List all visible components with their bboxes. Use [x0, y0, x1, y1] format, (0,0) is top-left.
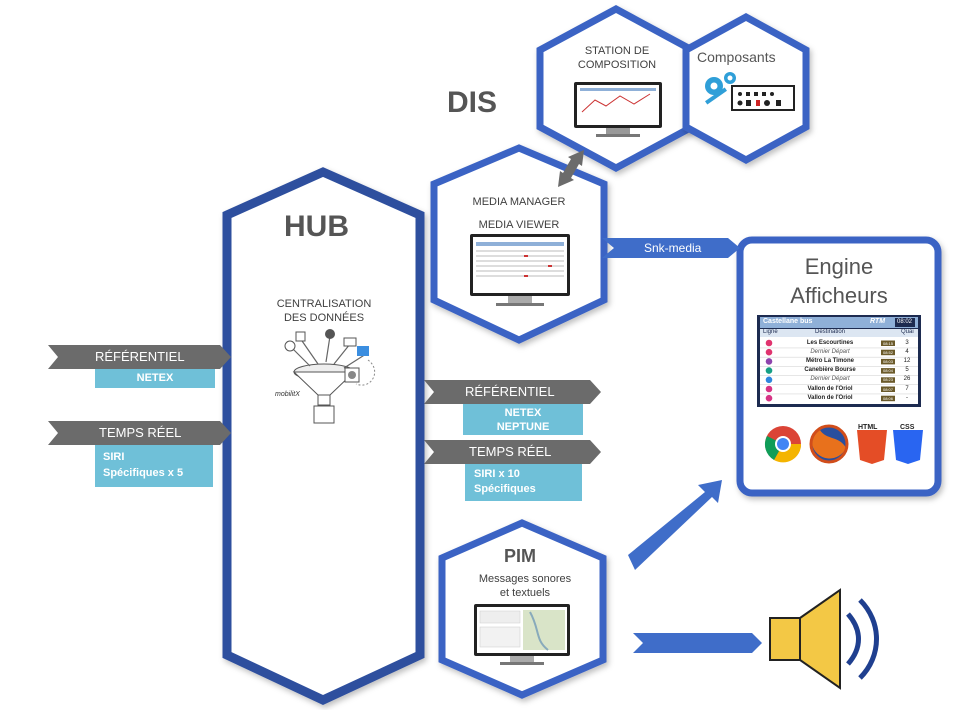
- board-time-value: 08:52: [882, 349, 893, 355]
- board-time-value: 08:23: [882, 377, 893, 383]
- pim-to-engine-arrow: [628, 480, 722, 570]
- board-line-badge: [765, 376, 773, 384]
- destination-board: [757, 315, 921, 407]
- dis-title: DIS: [447, 86, 498, 119]
- output-referentiel-label: RÉFÉRENTIEL: [465, 384, 555, 399]
- html5-icon: [857, 430, 887, 464]
- css3-icon: [893, 430, 923, 464]
- board-quai: 26: [903, 376, 911, 383]
- board-quai: 12: [903, 357, 911, 364]
- board-destination: Vallon de l'Oriol: [807, 385, 853, 392]
- media-viewer-label: MEDIA VIEWER: [478, 219, 560, 231]
- input-temps-reel-specifiques: Spécifiques x 5: [103, 467, 184, 479]
- board-row-divider: [760, 356, 918, 358]
- gears-icon: [705, 72, 736, 105]
- output-temps-reel-tag: [424, 440, 601, 464]
- input-temps-reel-tag: [48, 421, 231, 445]
- board-time-value: 08:06: [882, 395, 893, 401]
- board-time-badge: [881, 349, 895, 356]
- input-referentiel-tag: [48, 345, 231, 369]
- board-time-value: 08:15: [882, 340, 893, 346]
- input-temps-reel-label: TEMPS RÉEL: [99, 425, 182, 440]
- board-time-badge: [881, 358, 895, 365]
- engine-title-1: Engine: [804, 254, 874, 279]
- hub-subtitle: CENTRALISATION DES DONNÉES: [276, 298, 372, 324]
- html5-label: HTML: [858, 424, 878, 431]
- board-line-badge: [765, 367, 773, 374]
- board-row-divider: [760, 393, 918, 395]
- board-line-badge: [765, 385, 773, 393]
- board-quai: 3: [905, 339, 909, 346]
- pim-title: PIM: [504, 546, 537, 566]
- board-time-value: 08:04: [882, 368, 893, 374]
- board-row-divider: [760, 347, 918, 349]
- board-header-ligne: Ligne: [763, 329, 778, 335]
- engine-title-2: Afficheurs: [790, 283, 888, 308]
- board-time-badge: [881, 386, 895, 392]
- input-referentiel-netex: NETEX: [136, 372, 174, 384]
- board-time: 08:02: [897, 319, 913, 325]
- output-referentiel-tag: [424, 380, 601, 404]
- board-time-badge: [881, 377, 895, 383]
- board-row-divider: [760, 366, 918, 367]
- board-quai: 4: [905, 348, 909, 355]
- output-referentiel-netex: NETEX: [504, 407, 542, 419]
- board-line-badge: [765, 394, 773, 402]
- mobilitx-logo: mobilitX: [275, 391, 300, 398]
- board-destination: Dernier Départ: [810, 376, 850, 383]
- media-manager-label: MEDIA MANAGER: [472, 196, 566, 208]
- output-temps-reel-specifiques: Spécifiques: [474, 483, 536, 495]
- board-time-badge: [881, 395, 895, 402]
- input-temps-reel-siri: SIRI: [103, 451, 125, 463]
- chrome-icon: [764, 426, 802, 463]
- station-label: STATION DE COMPOSITION: [577, 45, 657, 71]
- output-temps-reel-siri: SIRI x 10: [474, 468, 520, 480]
- output-temps-reel-detail: SIRI x 10 Spécifiques: [465, 464, 582, 501]
- input-referentiel-label: RÉFÉRENTIEL: [95, 349, 185, 364]
- css3-label: CSS: [900, 424, 915, 431]
- board-line-badge: [765, 348, 773, 356]
- input-temps-reel-detail: SIRI Spécifiques x 5: [95, 445, 213, 487]
- input-referentiel-detail: NETEX: [95, 369, 215, 388]
- board-destination: Les Escourtines: [806, 339, 854, 346]
- media-monitor: [470, 234, 570, 306]
- firefox-icon: [809, 424, 849, 464]
- output-referentiel-neptune: NEPTUNE: [496, 421, 550, 433]
- board-stop: Castellane bus: [763, 318, 813, 325]
- output-temps-reel-label: TEMPS RÉEL: [469, 444, 552, 459]
- pim-subtitle: Messages sonores et textuels: [478, 573, 572, 599]
- pim-to-speaker-arrow: [633, 633, 762, 653]
- snk-media-label: Snk-media: [644, 241, 702, 255]
- board-destination: Vallon de l'Oriol: [807, 394, 853, 401]
- board-quai: 7: [905, 385, 909, 392]
- board-quai: 5: [905, 367, 909, 374]
- composants-panel: [731, 85, 795, 111]
- board-time-badge: [881, 368, 895, 374]
- composants-label: Composants: [697, 49, 776, 65]
- double-arrow: [558, 150, 584, 187]
- board-time-badge: [881, 340, 895, 346]
- output-referentiel-detail: NETEX NEPTUNE: [463, 404, 583, 435]
- speaker-icon: [769, 588, 879, 690]
- station-monitor: [574, 82, 662, 137]
- board-line-badge: [765, 358, 773, 365]
- board-row-divider: [760, 384, 918, 385]
- hub-title: HUB: [284, 210, 349, 243]
- pim-monitor: [474, 604, 570, 665]
- board-time-value: 08:07: [882, 386, 893, 392]
- board-brand: RTM: [870, 318, 886, 325]
- board-quai: -: [906, 394, 908, 401]
- board-destination: Canebière Bourse: [804, 367, 856, 374]
- funnel-icon: [284, 329, 376, 424]
- board-header-quai: Quai: [901, 329, 914, 335]
- board-line-badge: [765, 339, 773, 347]
- board-header-destination: Destination: [815, 329, 846, 335]
- board-time-value: 08:03: [882, 358, 893, 364]
- board-destination: Métro La Timone: [806, 357, 854, 364]
- snk-media-arrow: [602, 238, 740, 258]
- hub-hexagon: [222, 167, 425, 705]
- board-destination: Dernier Départ: [810, 348, 850, 355]
- board-row-divider: [760, 375, 918, 376]
